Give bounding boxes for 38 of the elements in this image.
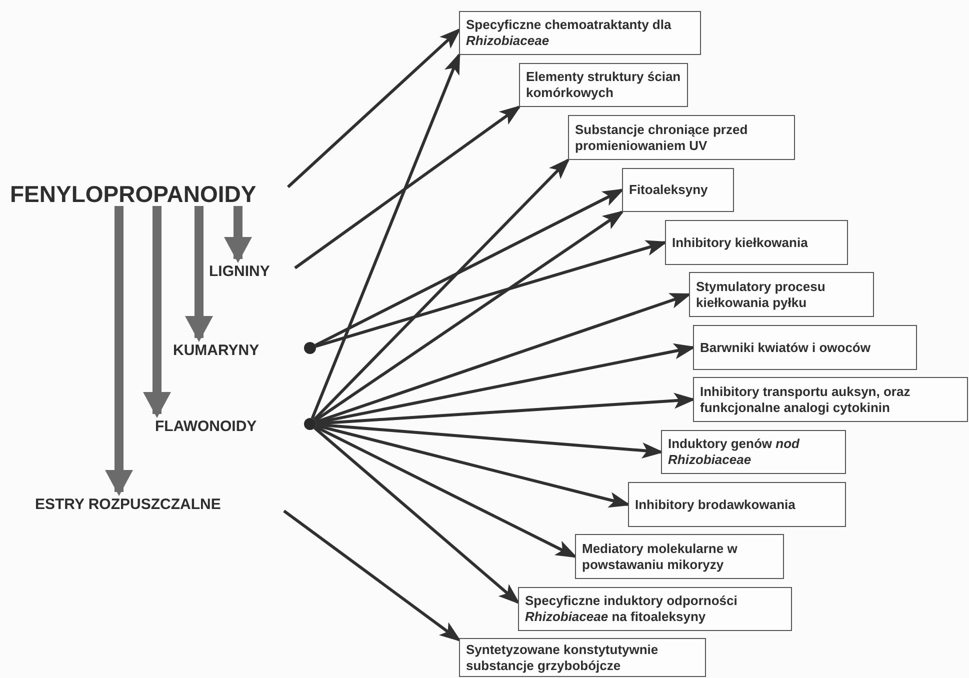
compound-class-label: ESTRY ROZPUSZCZALNE <box>30 490 284 512</box>
compound-class-label: FENYLOPROPANOIDY <box>8 178 288 206</box>
arrow <box>315 293 692 424</box>
function-box: Induktory genów nod Rhizobiaceae <box>661 430 846 474</box>
arrow <box>283 510 462 642</box>
arrow <box>316 343 696 424</box>
compound-class-label: KUMARYNY <box>168 330 286 358</box>
arrow <box>294 105 522 270</box>
arrow <box>313 158 570 421</box>
function-box: Inhibitory transportu auksyn, oraz funkcjonalne analogi cytokinin <box>693 377 968 422</box>
function-box: Substancje chroniące przed promieniowaniem UV <box>568 115 795 160</box>
arrow <box>314 426 520 604</box>
arrow <box>314 425 578 558</box>
thick-arrow <box>143 206 171 418</box>
thick-arrow <box>105 206 133 496</box>
compound-class-label: FLAWONOIDY <box>150 406 288 434</box>
arrow <box>310 52 460 419</box>
dot-marker <box>304 418 316 430</box>
compound-class-label: LIGNINY <box>205 257 295 279</box>
function-box: Mediatory molekularne w powstawaniu mikoryzy <box>575 534 784 579</box>
arrow <box>314 188 625 347</box>
function-box: Syntetyzowane konstytutywnie substancje grzybobójcze <box>459 638 706 677</box>
function-box: Inhibitory brodawkowania <box>628 482 846 527</box>
function-box: Fitoaleksyny <box>622 168 734 212</box>
arrow <box>315 240 668 348</box>
thick-arrow <box>224 206 252 263</box>
function-box: Barwniki kwiatów i owoców <box>693 325 917 370</box>
function-box: Elementy struktury ścian komórkowych <box>519 63 688 107</box>
function-box: Inhibitory kiełkowania <box>665 220 848 265</box>
function-box: Specyficzne induktory odporności Rhizobiaceae na fitoaleksyny <box>518 587 792 631</box>
function-box: Specyficzne chemoatraktanty dla Rhizobiaceae <box>459 11 701 55</box>
arrow <box>286 28 462 188</box>
arrow <box>315 424 631 508</box>
thick-arrow <box>185 206 213 342</box>
dot-marker <box>304 342 316 354</box>
function-box: Stymulatory procesu kiełkowania pyłku <box>689 272 874 317</box>
arrow <box>316 422 664 458</box>
arrow <box>314 210 624 422</box>
